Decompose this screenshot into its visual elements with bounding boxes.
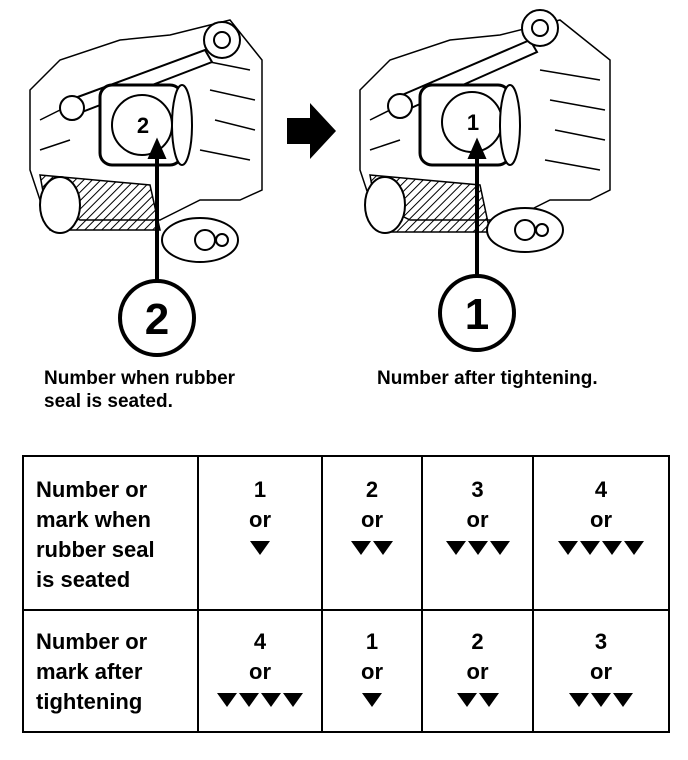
or-label: or (249, 659, 271, 684)
triangle-marks (199, 693, 321, 707)
value-group: 1 or (199, 475, 321, 555)
down-triangle-icon (445, 541, 466, 555)
down-triangle-icon (478, 693, 499, 707)
mark-number: 2 (365, 477, 379, 502)
right-filter-face-number: 1 (467, 110, 479, 135)
left-engine-illustration (29, 19, 263, 357)
triangle-marks (323, 693, 421, 707)
table-row-seated: Number or mark when rubber seal is seate… (24, 457, 668, 611)
down-triangle-icon (569, 693, 589, 707)
down-triangle-icon (580, 541, 600, 555)
value-group: 4 or (199, 627, 321, 707)
value-group: 4 or (534, 475, 668, 555)
down-triangle-icon (362, 693, 382, 707)
table-cell: 2 or (323, 457, 423, 609)
mark-number: 3 (471, 477, 484, 502)
down-triangle-icon (239, 693, 259, 707)
table-cell: 3 or (534, 609, 668, 733)
mark-number: 3 (594, 629, 608, 654)
table-cell: 4 or (199, 609, 323, 733)
right-arrow-icon (287, 103, 336, 159)
table-cell: 3 or (423, 457, 534, 609)
down-triangle-icon (591, 693, 611, 707)
down-triangle-icon (602, 541, 622, 555)
mark-number: 1 (365, 629, 379, 654)
mark-number: 4 (594, 477, 608, 502)
down-triangle-icon (613, 693, 633, 707)
table-cell: 4 or (534, 457, 668, 609)
triangle-marks (423, 541, 532, 555)
down-triangle-icon (489, 541, 510, 555)
down-triangle-icon (217, 693, 237, 707)
triangle-marks (199, 541, 321, 555)
triangle-marks (534, 541, 668, 555)
row-header-seated: Number or mark when rubber seal is seate… (36, 477, 155, 592)
mark-number: 2 (471, 629, 484, 654)
value-group: 3 or (534, 627, 668, 707)
down-triangle-icon (351, 541, 371, 555)
or-label: or (249, 507, 271, 532)
triangle-marks (323, 541, 421, 555)
down-triangle-icon (373, 541, 393, 555)
value-group: 2 or (323, 475, 421, 555)
right-caption: Number after tightening. (377, 368, 598, 389)
down-triangle-icon (558, 541, 578, 555)
triangle-marks (534, 693, 668, 707)
row-header-after: Number or mark after tightening (36, 629, 148, 714)
or-label: or (590, 507, 612, 532)
down-triangle-icon (283, 693, 303, 707)
down-triangle-icon (456, 693, 477, 707)
value-group: 1 or (323, 627, 421, 707)
or-label: or (466, 507, 489, 532)
down-triangle-icon (261, 693, 281, 707)
value-group: 3 or (423, 475, 532, 555)
or-label: or (590, 659, 612, 684)
or-label: or (466, 659, 489, 684)
right-engine-illustration (359, 9, 611, 352)
row-header-cell: Number or mark after tightening (24, 609, 199, 733)
down-triangle-icon (624, 541, 644, 555)
or-label: or (361, 507, 383, 532)
down-triangle-icon (467, 541, 488, 555)
down-triangle-icon (250, 541, 270, 555)
left-callout-number: 2 (145, 295, 169, 344)
value-group: 2 or (423, 627, 532, 707)
table-cell: 1 or (323, 609, 423, 733)
triangle-marks (423, 693, 532, 707)
table-cell: 2 or (423, 609, 534, 733)
right-callout-number: 1 (465, 290, 489, 339)
or-label: or (361, 659, 383, 684)
mark-number: 4 (253, 629, 267, 654)
torque-mark-table: Number or mark when rubber seal is seate… (22, 455, 670, 733)
left-caption: Number when rubber seal is seated. (44, 368, 236, 412)
row-header-cell: Number or mark when rubber seal is seate… (24, 457, 199, 609)
oil-filter-illustrations: 2 2 1 1 (29, 9, 611, 357)
table-cell: 1 or (199, 457, 323, 609)
left-filter-face-number: 2 (137, 113, 149, 138)
mark-number: 1 (253, 477, 267, 502)
